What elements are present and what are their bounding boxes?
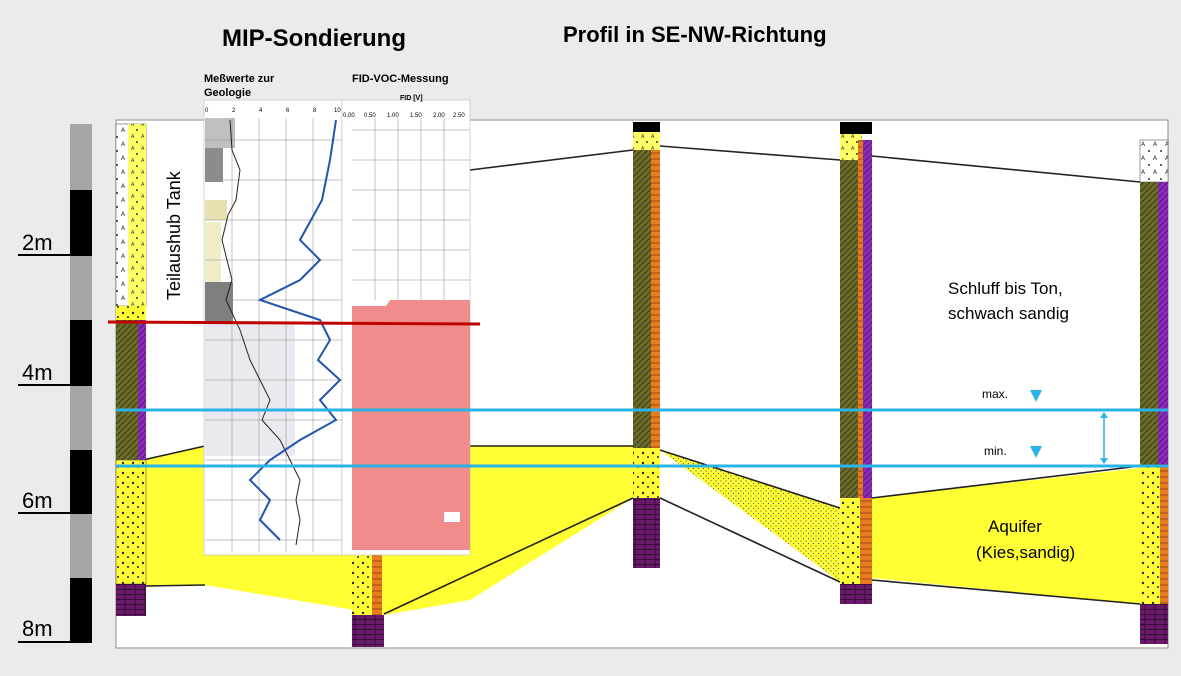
fid-measurement-panel	[341, 99, 471, 556]
title-mip: MIP-Sondierung	[222, 25, 406, 52]
depth-label-2m: 2m	[22, 230, 53, 255]
fid-tick: 0.00	[343, 113, 355, 119]
aquifer-layer-right	[872, 468, 1140, 604]
geology-tick: 6	[286, 108, 290, 114]
borehole-1	[115, 123, 147, 616]
fid-tick: 2.00	[433, 113, 445, 119]
borehole-2	[352, 555, 384, 647]
depth-label-4m: 4m	[22, 360, 53, 385]
geology-tick: 10	[334, 108, 341, 114]
label-silt-line-1: Schluff bis Ton,	[948, 279, 1063, 298]
label-water-max: max.	[982, 387, 1008, 401]
fid-tick: 2.50	[453, 113, 465, 119]
water-max-triangle-icon	[1030, 390, 1042, 402]
depth-scale	[18, 124, 92, 643]
fid-axis-ticks: 0.00 0.50 1.00 1.50 2.00 2.50	[343, 113, 465, 119]
water-min-triangle-icon	[1030, 446, 1042, 458]
fid-axis-label: FID [V]	[400, 95, 423, 102]
geology-tick: 8	[313, 108, 317, 114]
fid-tick: 1.00	[387, 113, 399, 119]
label-aquifer-line-1: Aquifer	[988, 517, 1042, 536]
vertical-label-teilaushub: Teilaushub Tank	[164, 170, 184, 300]
label-aquifer-line-2: (Kies,sandig)	[976, 543, 1075, 562]
fluctuation-arrow	[1100, 412, 1108, 464]
borehole-5	[1139, 139, 1169, 644]
layer-boundaries	[115, 145, 1141, 615]
geology-tick: 0	[205, 108, 209, 114]
depth-label-6m: 6m	[22, 488, 53, 513]
aquifer-dotted-wedge	[660, 450, 840, 582]
geology-axis-ticks: 0 2 4 6 8 10	[205, 108, 341, 114]
contamination-line	[107, 320, 481, 326]
borehole-3	[633, 122, 660, 568]
depth-labels: 2m 4m 6m 8m	[22, 230, 53, 641]
title-profile: Profil in SE-NW-Richtung	[563, 22, 827, 47]
geology-tick: 4	[259, 108, 263, 114]
geology-panel-title-1: Meßwerte zur	[204, 73, 275, 85]
geology-tick: 2	[232, 108, 236, 114]
label-water-min: min.	[984, 444, 1007, 458]
depth-label-8m: 8m	[22, 616, 53, 641]
fid-panel-title: FID-VOC-Messung	[352, 73, 449, 85]
geology-measurement-panel	[203, 99, 343, 556]
geology-panel-title-2: Geologie	[204, 87, 251, 99]
label-silt-line-2: schwach sandig	[948, 304, 1069, 323]
fid-tick: 0.50	[364, 113, 376, 119]
fid-tick: 1.50	[410, 113, 422, 119]
borehole-4	[840, 122, 872, 604]
